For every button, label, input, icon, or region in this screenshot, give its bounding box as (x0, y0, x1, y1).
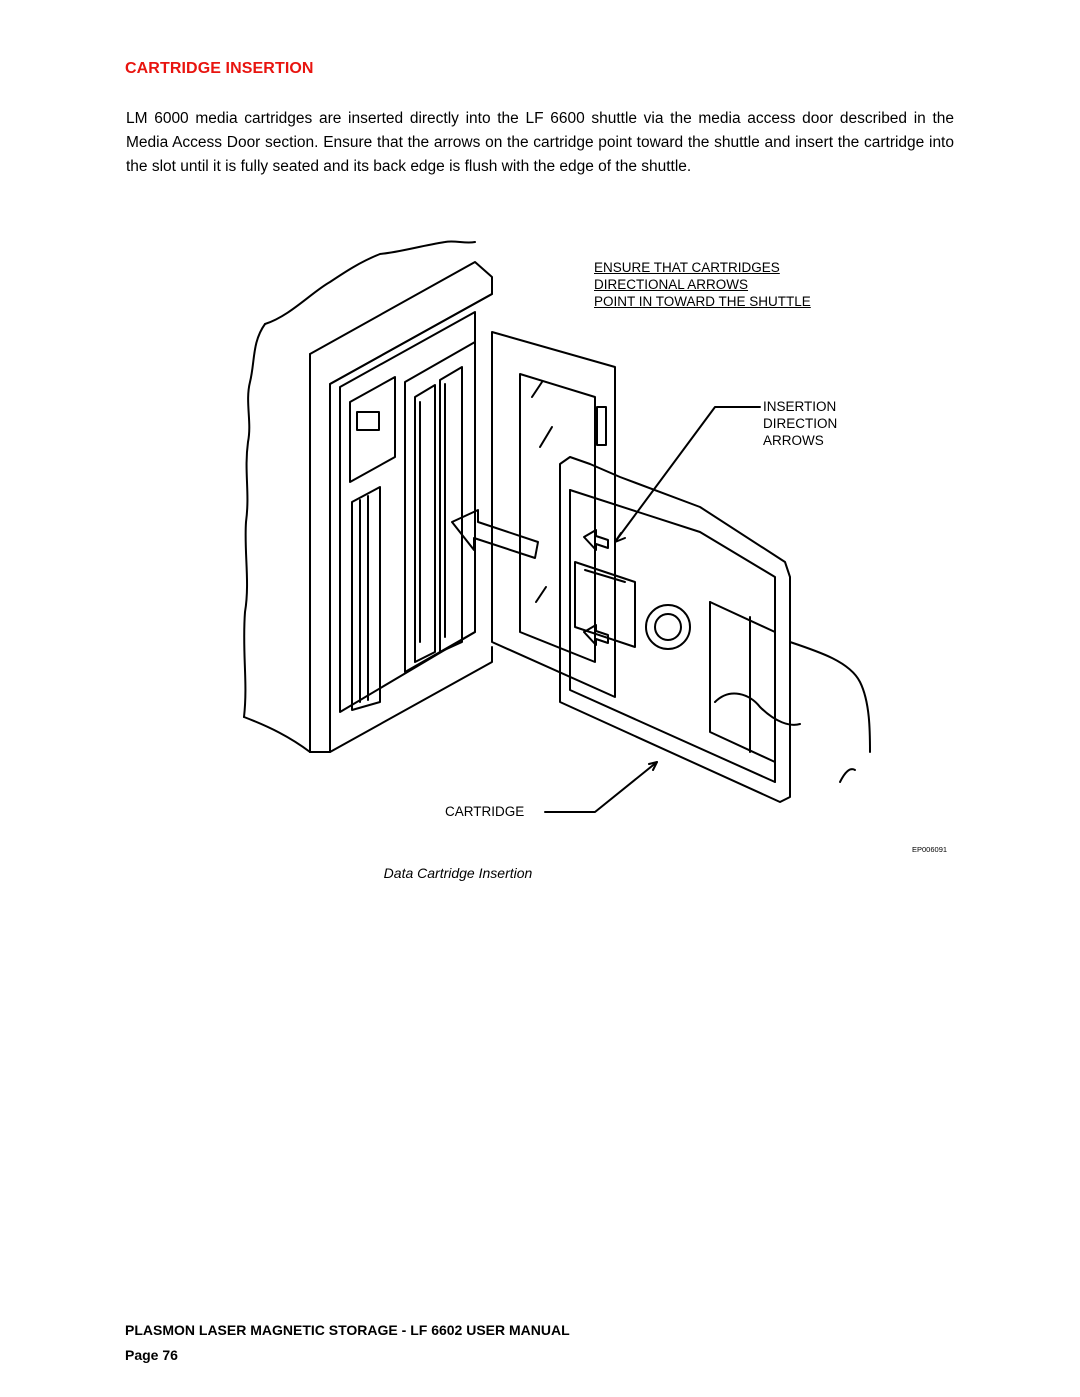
callout-insertion-line-1: INSERTION (763, 399, 837, 414)
callout-directional-arrows: ENSURE THAT CARTRIDGES DIRECTIONAL ARROW… (594, 259, 811, 310)
callout-insertion-direction: INSERTION DIRECTION ARROWS (763, 398, 837, 449)
callout-cartridge: CARTRIDGE (445, 804, 525, 819)
page-number: Page 76 (125, 1347, 178, 1363)
callout-insertion-line-2: DIRECTION (763, 416, 838, 431)
cartridge-insertion-illustration (243, 240, 871, 813)
section-heading: CARTRIDGE INSERTION (125, 60, 314, 77)
figure-caption: Data Cartridge Insertion (383, 865, 533, 881)
callout-ensure-line-2: DIRECTIONAL ARROWS (594, 277, 749, 292)
body-paragraph: LM 6000 media cartridges are inserted di… (126, 110, 954, 175)
callout-insertion-line-3: ARROWS (763, 433, 824, 448)
footer-title: PLASMON LASER MAGNETIC STORAGE - LF 6602… (125, 1322, 570, 1338)
callout-ensure-line-3: POINT IN TOWARD THE SHUTTLE (594, 294, 811, 309)
cartridge-insertion-figure: ENSURE THAT CARTRIDGES DIRECTIONAL ARROW… (230, 232, 970, 862)
figure-code: EP006091 (912, 845, 948, 854)
callout-ensure-line-1: ENSURE THAT CARTRIDGES (594, 260, 780, 275)
